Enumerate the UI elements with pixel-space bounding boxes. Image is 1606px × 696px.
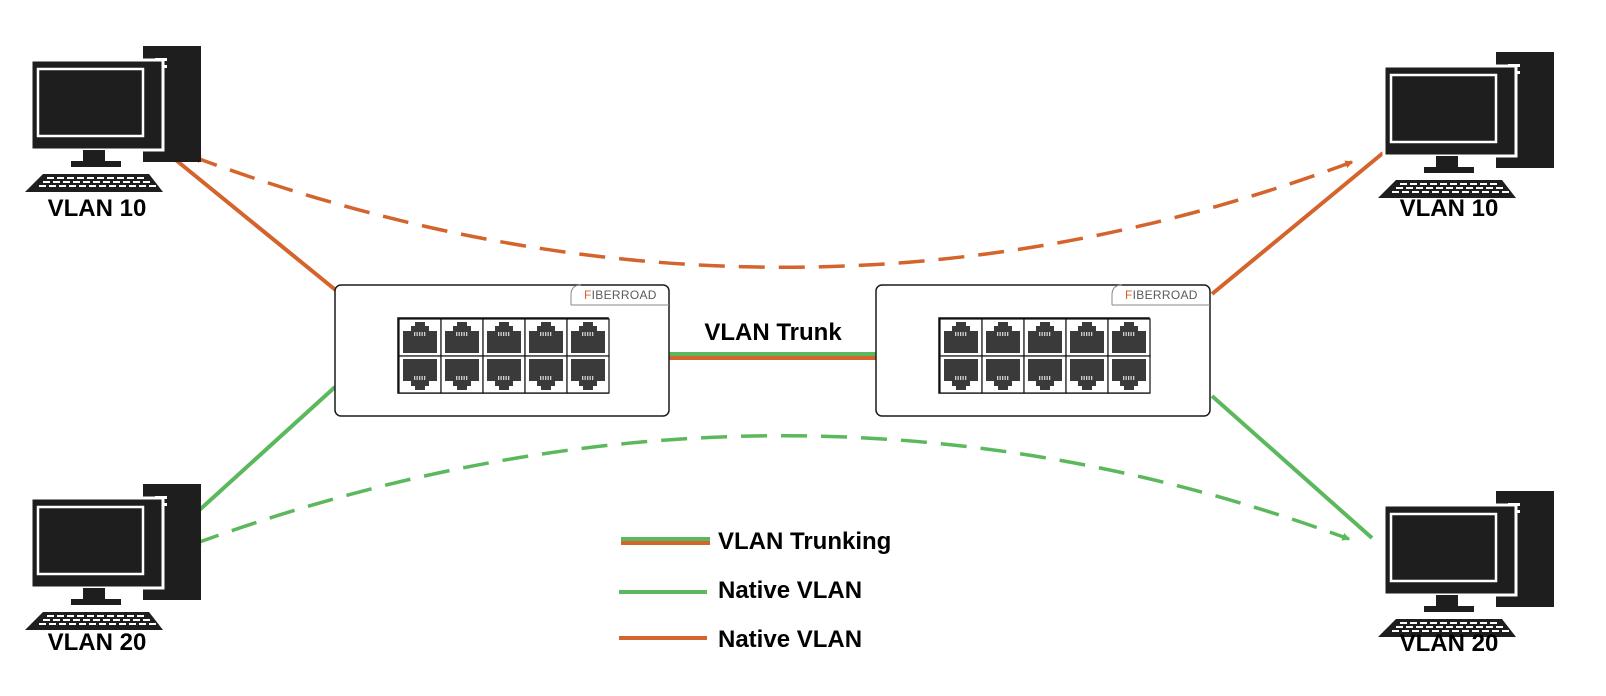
computer-label-top-right: VLAN 10 <box>1400 195 1499 222</box>
desktop-computer-icon <box>1376 50 1556 200</box>
computer-bottom-right: VLAN 20 <box>1376 489 1556 657</box>
legend-label-native-orange: Native VLAN <box>718 626 862 653</box>
legend-item-native-orange: Native VLAN <box>619 626 862 653</box>
legend-label-native-green: Native VLAN <box>718 577 862 604</box>
switch-right: FIBERROAD <box>876 285 1210 416</box>
legend-label-trunking: VLAN Trunking <box>718 528 891 555</box>
switch-brand-left: FIBERROAD <box>584 288 657 302</box>
legend: VLAN Trunking Native VLAN Native VLAN <box>619 528 891 653</box>
desktop-computer-icon <box>23 44 203 194</box>
switch-brand-right: FIBERROAD <box>1125 288 1198 302</box>
link-bottom-right-native <box>1210 394 1374 540</box>
trunk-label: VLAN Trunk <box>704 319 842 346</box>
computer-label-top-left: VLAN 10 <box>48 195 147 222</box>
link-top-left-native <box>164 150 340 294</box>
computer-top-left: VLAN 10 <box>23 44 203 222</box>
computer-label-bottom-right: VLAN 20 <box>1400 630 1499 657</box>
link-top-right-native <box>1210 151 1385 296</box>
trunk-link <box>669 352 877 360</box>
flow-arrow-vlan10 <box>192 155 1354 269</box>
legend-item-native-green: Native VLAN <box>619 577 862 604</box>
computer-top-right: VLAN 10 <box>1376 50 1556 222</box>
computer-bottom-left: VLAN 20 <box>23 482 203 656</box>
desktop-computer-icon <box>1376 489 1556 639</box>
flow-arrow-vlan20 <box>192 434 1351 546</box>
legend-item-trunking: VLAN Trunking <box>621 528 891 555</box>
network-switch-icon <box>876 285 1210 416</box>
switch-left: FIBERROAD <box>335 285 669 416</box>
desktop-computer-icon <box>23 482 203 632</box>
computer-label-bottom-left: VLAN 20 <box>48 629 147 656</box>
network-switch-icon <box>335 285 669 416</box>
